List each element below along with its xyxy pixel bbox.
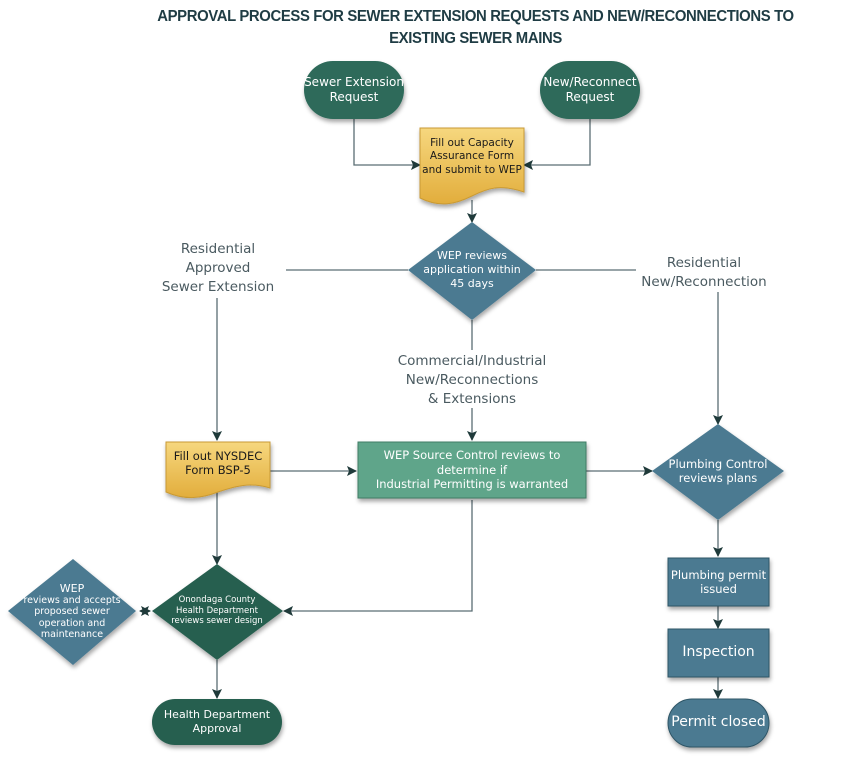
text-line: WEP Source Control reviews to [383, 448, 561, 463]
text-line: reviews plans [678, 471, 758, 485]
text-line: issued [700, 582, 737, 596]
capacity-form-node [419, 127, 525, 205]
text-line: Industrial Permitting is warranted [375, 477, 569, 492]
text-line: reviews sewer design [171, 616, 263, 627]
branch-label-commercial: Commercial/Industrial New/Reconnections … [382, 352, 562, 409]
branch-label-residential-reconnection: Residential New/Reconnection [630, 254, 778, 292]
text-line: Health Department [175, 605, 259, 616]
text-line: Approval [192, 722, 242, 735]
text-line: New/Reconnections [405, 372, 539, 388]
wep-accepts-node [8, 559, 136, 665]
branch-label-residential-extension: Residential Approved Sewer Extension [148, 240, 288, 297]
text-line: WEP reviews [436, 249, 508, 263]
source-control-node [357, 441, 587, 499]
plumbing-control-node [652, 424, 784, 520]
text-line: Commercial/Industrial [397, 353, 547, 369]
sewer-extension-request-node [304, 61, 404, 119]
inspection-node [667, 628, 770, 678]
text-line: Fill out Capacity [430, 137, 514, 150]
text-line: Inspection [682, 644, 755, 661]
plumbing-permit-node [667, 557, 770, 607]
nysdec-form-node [165, 441, 271, 499]
text-line: operation and [38, 617, 106, 629]
page-title-line-1: APPROVAL PROCESS FOR SEWER EXTENSION REQ… [157, 8, 794, 25]
text-line: and submit to WEP [422, 163, 522, 176]
text-line: WEP [59, 581, 85, 595]
connector-reconnect-to-form [523, 118, 591, 170]
text-line: maintenance [40, 628, 104, 640]
text-line: Plumbing permit [670, 567, 767, 582]
text-line: determine if [436, 462, 508, 477]
inspection-text: Inspection [668, 629, 769, 677]
text-line: Residential [180, 241, 256, 257]
text-line: Health Department [163, 708, 271, 722]
text-line: Fill out NYSDEC [173, 448, 263, 463]
text-line: Permit closed [671, 714, 766, 731]
text-line: Request [329, 90, 379, 104]
text-line: Request [565, 90, 615, 104]
text-line: Sewer Extension [161, 279, 275, 295]
connector-source-to-health [283, 500, 473, 616]
text-line: & Extensions [427, 391, 517, 407]
new-reconnect-request-node [540, 61, 640, 119]
permit-closed-node [667, 698, 770, 748]
text-line: New/Reconnect [543, 75, 637, 89]
health-dept-review-node [152, 564, 283, 660]
text-line: Sewer Extension [304, 75, 404, 89]
text-line: Assurance Form [429, 150, 515, 163]
wep-review-node [408, 222, 536, 320]
text-line: proposed sewer [34, 606, 110, 618]
text-line: Plumbing Control [668, 456, 768, 471]
text-line: Residential [666, 255, 742, 271]
text-line: reviews and accepts [23, 594, 121, 606]
connector-extension-to-form [353, 118, 421, 170]
text-line: Approved [185, 260, 251, 276]
page-title-line-2: EXISTING SEWER MAINS [389, 30, 562, 47]
text-line: Onondaga County [178, 595, 256, 606]
text-line: 45 days [450, 276, 494, 290]
permit-closed-text: Permit closed [668, 699, 769, 747]
text-line: New/Reconnection [641, 274, 767, 290]
text-line: application within [423, 263, 521, 277]
text-line: Form BSP-5 [185, 463, 251, 477]
health-dept-approval-node [152, 699, 282, 745]
